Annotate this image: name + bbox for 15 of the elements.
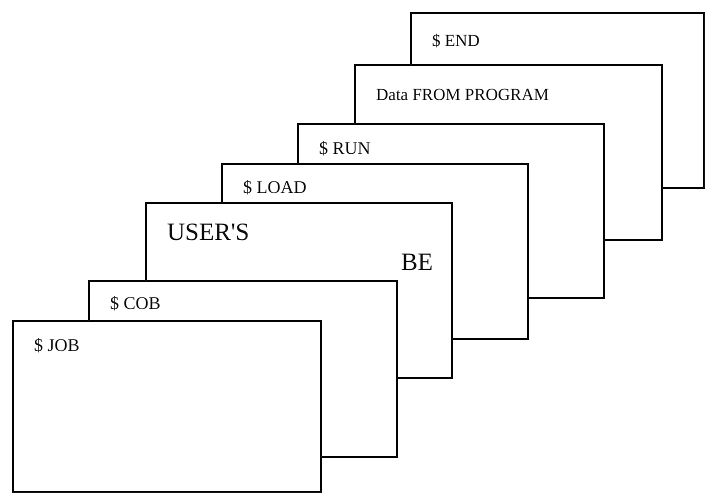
card-text: USER'S (167, 220, 250, 245)
card-text: BE (401, 250, 433, 275)
card-text: Data FROM PROGRAM (376, 86, 549, 103)
punch-card (221, 163, 529, 203)
card-text: $ RUN (319, 139, 371, 157)
punch-card (145, 202, 453, 281)
card-text: $ COB (110, 294, 161, 312)
card-text: $ LOAD (243, 178, 306, 196)
card-text: $ JOB (34, 336, 80, 354)
card-text: $ END (432, 32, 480, 49)
punch-card (410, 12, 705, 65)
punch-card (12, 320, 322, 493)
punch-card (297, 123, 605, 164)
punch-card (354, 64, 663, 124)
punch-card (88, 280, 398, 321)
